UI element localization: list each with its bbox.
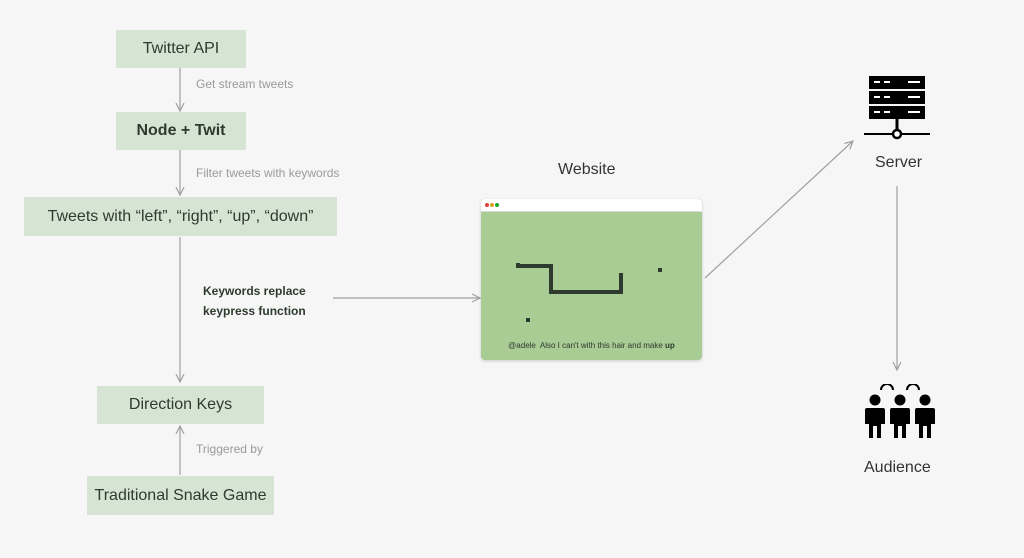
- node-twitter-api: Twitter API: [116, 30, 246, 68]
- node-snake-game-label: Traditional Snake Game: [94, 486, 267, 504]
- tweet-user: @adele: [508, 341, 536, 350]
- website-title: Website: [558, 161, 616, 178]
- node-tweets-with-keywords: Tweets with “left”, “right”, “up”, “down…: [24, 197, 337, 236]
- edge-label-keywords-replace: Keywords replace keypress function: [203, 281, 343, 321]
- edge-label-filter: Filter tweets with keywords: [196, 166, 340, 180]
- audience-label: Audience: [864, 459, 931, 476]
- food-pellet: [526, 318, 530, 322]
- snake-body: [516, 263, 623, 294]
- node-direction-keys-label: Direction Keys: [128, 396, 233, 413]
- close-dot-icon: [485, 203, 489, 207]
- edge-label-triggered-by: Triggered by: [196, 442, 263, 456]
- minimize-dot-icon: [490, 203, 494, 207]
- node-node-twit-label: Node + Twit: [136, 122, 226, 139]
- snake-game-canvas: [516, 263, 662, 322]
- node-snake-game: Traditional Snake Game: [87, 476, 274, 515]
- tweet-keyword: up: [665, 341, 675, 350]
- browser-titlebar: [481, 199, 702, 212]
- node-twitter-api-label: Twitter API: [142, 40, 220, 57]
- edge-label-keywords-replace-line2: keypress function: [203, 304, 306, 318]
- website-preview: @adele Also I can't with this hair and m…: [481, 199, 702, 360]
- server-label: Server: [875, 154, 923, 171]
- server-rack-icon: [864, 76, 930, 140]
- food-pellet: [658, 268, 662, 272]
- node-tweets-with-keywords-label: Tweets with “left”, “right”, “up”, “down…: [47, 207, 314, 225]
- arrow-website-to-server: [704, 141, 853, 279]
- tweet-caption: @adele Also I can't with this hair and m…: [481, 341, 702, 350]
- edge-label-get-stream: Get stream tweets: [196, 77, 294, 91]
- node-node-twit: Node + Twit: [116, 112, 246, 150]
- tweet-text: Also I can't with this hair and make: [539, 341, 663, 350]
- people-group-icon: [865, 384, 935, 438]
- node-direction-keys: Direction Keys: [97, 386, 264, 424]
- maximize-dot-icon: [495, 203, 499, 207]
- edge-label-keywords-replace-line1: Keywords replace: [203, 284, 306, 298]
